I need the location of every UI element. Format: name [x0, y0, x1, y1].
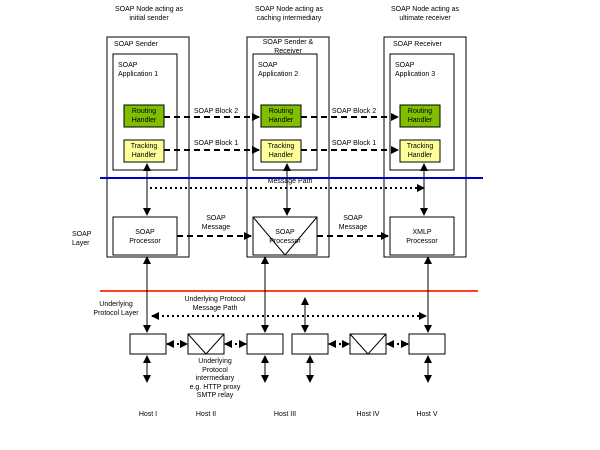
- node-role-1: SOAP Node acting as initial sender: [115, 6, 183, 22]
- processor-label-3: XMLP Processor: [406, 229, 438, 245]
- node-box-title-3: SOAP Receiver: [393, 41, 442, 48]
- host-box-4: [349, 333, 387, 355]
- host-label-2: Host II: [195, 411, 217, 418]
- host-box-5: [408, 333, 446, 355]
- app-label-1: SOAP Application 1: [118, 62, 159, 78]
- processor-box-2: [252, 216, 318, 256]
- node-role-2: SOAP Node acting as caching intermediary: [255, 6, 323, 22]
- tracking-handler-3: [399, 139, 441, 163]
- host-box-3b: [291, 333, 329, 355]
- host-2-triangle: [187, 333, 225, 355]
- routing-label-1: Routing Handler: [131, 108, 157, 124]
- tracking-label-2: Tracking Handler: [267, 143, 295, 159]
- soap-message-label-1: SOAP Message: [201, 215, 231, 231]
- block2-label-2: SOAP Block 2: [331, 108, 377, 115]
- intermediary-note: Underlying Protocol intermediary e.g. HT…: [189, 358, 241, 399]
- host-label-4: Host IV: [356, 411, 380, 418]
- underlying-path-label: Underlying Protocol Message Path: [184, 296, 246, 312]
- soap-message-label-2: SOAP Message: [338, 215, 368, 231]
- caching-intermediary-triangle: [252, 216, 318, 256]
- app-label-2: SOAP Application 2: [258, 62, 299, 78]
- node-box-title-1: SOAP Sender: [114, 41, 158, 48]
- host-label-1: Host I: [138, 411, 158, 418]
- processor-label-2: SOAP Processor: [269, 229, 301, 245]
- host-box-2: [187, 333, 225, 355]
- routing-handler-3: [399, 104, 441, 128]
- tracking-label-3: Tracking Handler: [406, 143, 434, 159]
- underlying-layer-label: Underlying Protocol Layer: [93, 301, 139, 317]
- node-box-title-2: SOAP Sender & Receiver: [262, 39, 314, 55]
- routing-label-2: Routing Handler: [268, 108, 294, 124]
- host-box-3a: [246, 333, 284, 355]
- soap-layer-label: SOAP Layer: [72, 231, 92, 247]
- host-label-3: Host III: [273, 411, 297, 418]
- block2-label-1: SOAP Block 2: [193, 108, 239, 115]
- processor-label-1: SOAP Processor: [129, 229, 161, 245]
- block1-label-1: SOAP Block 1: [193, 140, 239, 147]
- tracking-label-1: Tracking Handler: [130, 143, 158, 159]
- host-label-5: Host V: [416, 411, 438, 418]
- node-role-3: SOAP Node acting as ultimate receiver: [391, 6, 459, 22]
- host-4-triangle: [349, 333, 387, 355]
- routing-label-3: Routing Handler: [407, 108, 433, 124]
- app-label-3: SOAP Application 3: [395, 62, 436, 78]
- host-box-1: [129, 333, 167, 355]
- processor-box-3: [389, 216, 455, 256]
- block1-label-2: SOAP Block 1: [331, 140, 377, 147]
- message-path-label: Message Path: [267, 178, 313, 185]
